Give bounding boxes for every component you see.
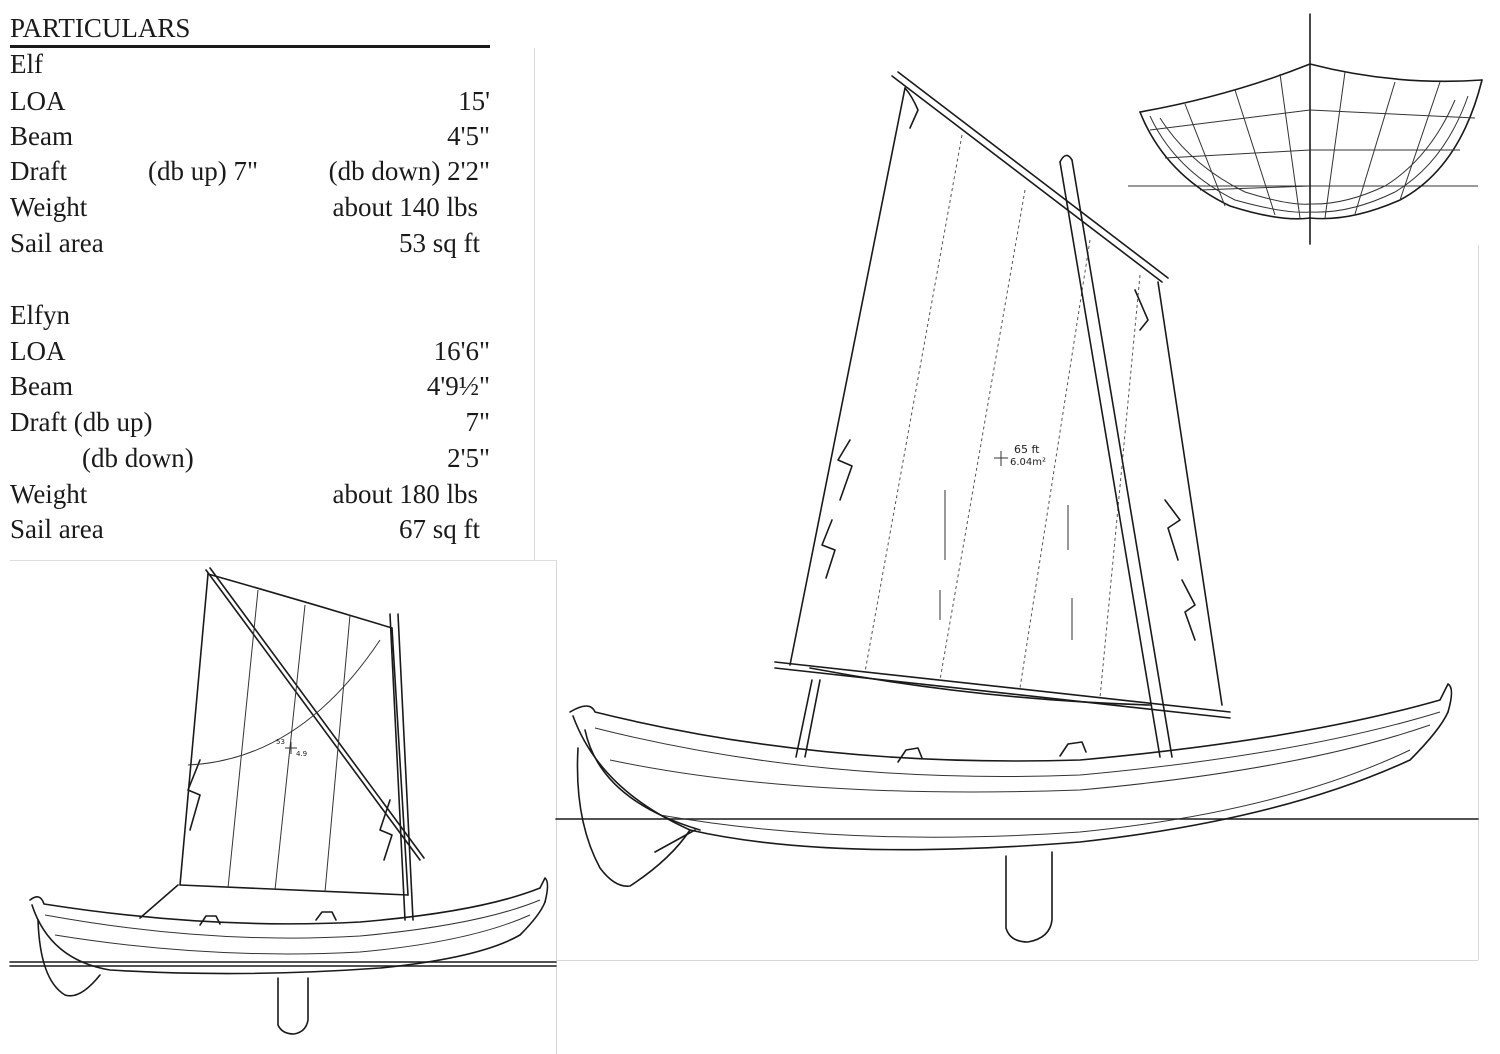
small-sail-plan-drawing <box>9 567 557 1035</box>
elfyn-draft-up-label: Draft (db up) <box>10 407 153 437</box>
elfyn-beam-row: Beam 4'9½" <box>10 368 490 404</box>
large-sail-plan-drawing <box>555 71 1479 943</box>
elfyn-loa-label: LOA <box>10 336 66 366</box>
table-frame-line <box>534 48 535 560</box>
particulars-heading: PARTICULARS <box>10 12 490 48</box>
large-sail-note-top: 65 ft <box>1014 443 1040 456</box>
elf-draft-label: Draft <box>10 156 67 186</box>
elf-name: Elf <box>10 49 43 79</box>
elfyn-beam-label: Beam <box>10 371 73 401</box>
elf-weight-row: Weight about 140 lbs <box>10 189 490 225</box>
elfyn-loa-row: LOA 16'6" <box>10 333 490 369</box>
small-sail-note-bottom: 4.9 <box>296 750 308 758</box>
elfyn-beam-value: 4'9½" <box>426 371 490 401</box>
elfyn-draft-up-value: 7" <box>465 407 490 437</box>
large-sail-note-bottom: 6.04m² <box>1010 457 1047 468</box>
elfyn-name: Elfyn <box>10 300 70 330</box>
elfyn-draft-up-row: Draft (db up) 7" <box>10 404 490 440</box>
elf-weight-label: Weight <box>10 192 88 222</box>
elfyn-weight-row: Weight about 180 lbs <box>10 476 490 512</box>
elf-draft-row: Draft (db up) 7" (db down) 2'2" <box>10 153 490 189</box>
elf-sail-row: Sail area 53 sq ft <box>10 225 490 261</box>
elfyn-draft-down-value: 2'5" <box>447 443 490 473</box>
small-drawing-frame <box>10 560 557 1054</box>
elf-loa-row: LOA 15' <box>10 83 490 119</box>
elf-name-row: Elf <box>10 46 490 82</box>
elfyn-name-row: Elfyn <box>10 297 490 333</box>
elf-beam-row: Beam 4'5" <box>10 118 490 154</box>
elfyn-sail-label: Sail area <box>10 514 104 544</box>
elfyn-weight-label: Weight <box>10 479 88 509</box>
elf-weight-value: about 140 lbs <box>332 192 479 222</box>
elf-loa-label: LOA <box>10 86 66 116</box>
elf-sail-value: 53 sq ft <box>399 228 480 258</box>
elfyn-loa-value: 16'6" <box>433 336 490 366</box>
elfyn-sail-value: 67 sq ft <box>399 514 480 544</box>
elf-loa-value: 15' <box>458 86 490 116</box>
body-plan-drawing <box>1128 13 1483 245</box>
large-drawing-frame-bottom <box>556 960 1478 961</box>
small-sail-note-top: 53 <box>276 738 285 746</box>
elf-beam-value: 4'5" <box>447 121 490 151</box>
elf-sail-label: Sail area <box>10 228 104 258</box>
elfyn-draft-down-label: (db down) <box>82 443 194 473</box>
elf-beam-label: Beam <box>10 121 73 151</box>
elfyn-draft-down-row: (db down) 2'5" <box>10 440 490 476</box>
elf-draft-up: (db up) 7" <box>148 156 259 186</box>
elf-draft-down: (db down) 2'2" <box>328 156 490 186</box>
large-drawing-frame-right <box>1478 245 1479 960</box>
elfyn-weight-value: about 180 lbs <box>332 479 479 509</box>
elfyn-sail-row: Sail area 67 sq ft <box>10 511 490 547</box>
